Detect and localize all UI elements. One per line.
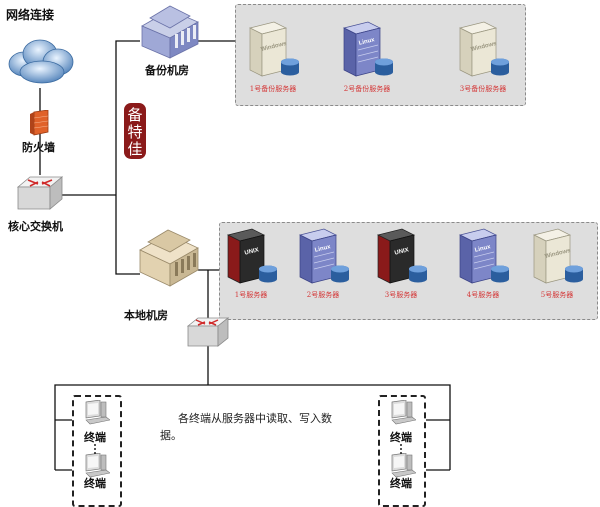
local-building-icon (138, 228, 200, 292)
backup-server-1-icon: Windows (246, 18, 300, 82)
terminal-label: 终端 (390, 477, 412, 490)
local-room-label: 本地机房 (124, 309, 168, 322)
terminal-label: 终端 (84, 431, 106, 444)
local-server-1-icon: UNIX (224, 225, 278, 289)
firewall-label: 防火墙 (22, 141, 55, 154)
local-server-3-caption: 3号服务器 (384, 291, 418, 299)
ellipsis-icon (92, 440, 98, 459)
backup-room-label: 备份机房 (145, 64, 189, 77)
local-server-2-caption: 2号服务器 (306, 291, 340, 299)
backup-server-2-icon: Linux (340, 18, 394, 82)
svg-text:Linux: Linux (474, 244, 492, 254)
backup-server-1-caption: 1号备份服务器 (249, 85, 297, 93)
core-switch-icon (16, 175, 64, 217)
svg-text:佳: 佳 (127, 140, 142, 158)
local-server-1-caption: 1号服务器 (234, 291, 268, 299)
local-server-3-icon: UNIX (374, 225, 428, 289)
internet-label: 网络连接 (6, 8, 55, 22)
terminal-group-right (378, 395, 426, 507)
seal-logo: 备 特 佳 (124, 103, 146, 159)
svg-text:UNIX: UNIX (244, 247, 259, 256)
backup-server-3-icon: Windows (456, 18, 510, 82)
backup-building-icon (140, 4, 200, 64)
terminal-note: 各终端从服务器中读取、写入数据。 (160, 412, 332, 442)
svg-text:Linux: Linux (314, 244, 332, 254)
svg-text:UNIX: UNIX (394, 247, 409, 256)
local-server-4-caption: 4号服务器 (466, 291, 500, 299)
cloud-icon (4, 34, 76, 90)
backup-server-3-caption: 3号备份服务器 (459, 85, 507, 93)
terminal-pc-icon (80, 399, 111, 430)
local-server-2-icon: Linux (296, 225, 350, 289)
svg-text:备: 备 (127, 106, 142, 124)
access-switch-icon (186, 316, 230, 354)
local-server-5-icon: Windows (530, 225, 584, 289)
terminal-label: 终端 (390, 431, 412, 444)
terminal-pc-icon (386, 399, 417, 430)
terminal-pc-icon (80, 452, 111, 483)
svg-text:特: 特 (127, 123, 142, 141)
backup-server-2-caption: 2号备份服务器 (343, 85, 391, 93)
svg-text:Linux: Linux (358, 37, 376, 47)
local-server-4-icon: Linux (456, 225, 510, 289)
terminal-label: 终端 (84, 477, 106, 490)
firewall-icon (30, 109, 50, 140)
core-switch-label: 核心交换机 (8, 220, 63, 233)
local-server-5-caption: 5号服务器 (540, 291, 574, 299)
ellipsis-icon (398, 440, 404, 459)
